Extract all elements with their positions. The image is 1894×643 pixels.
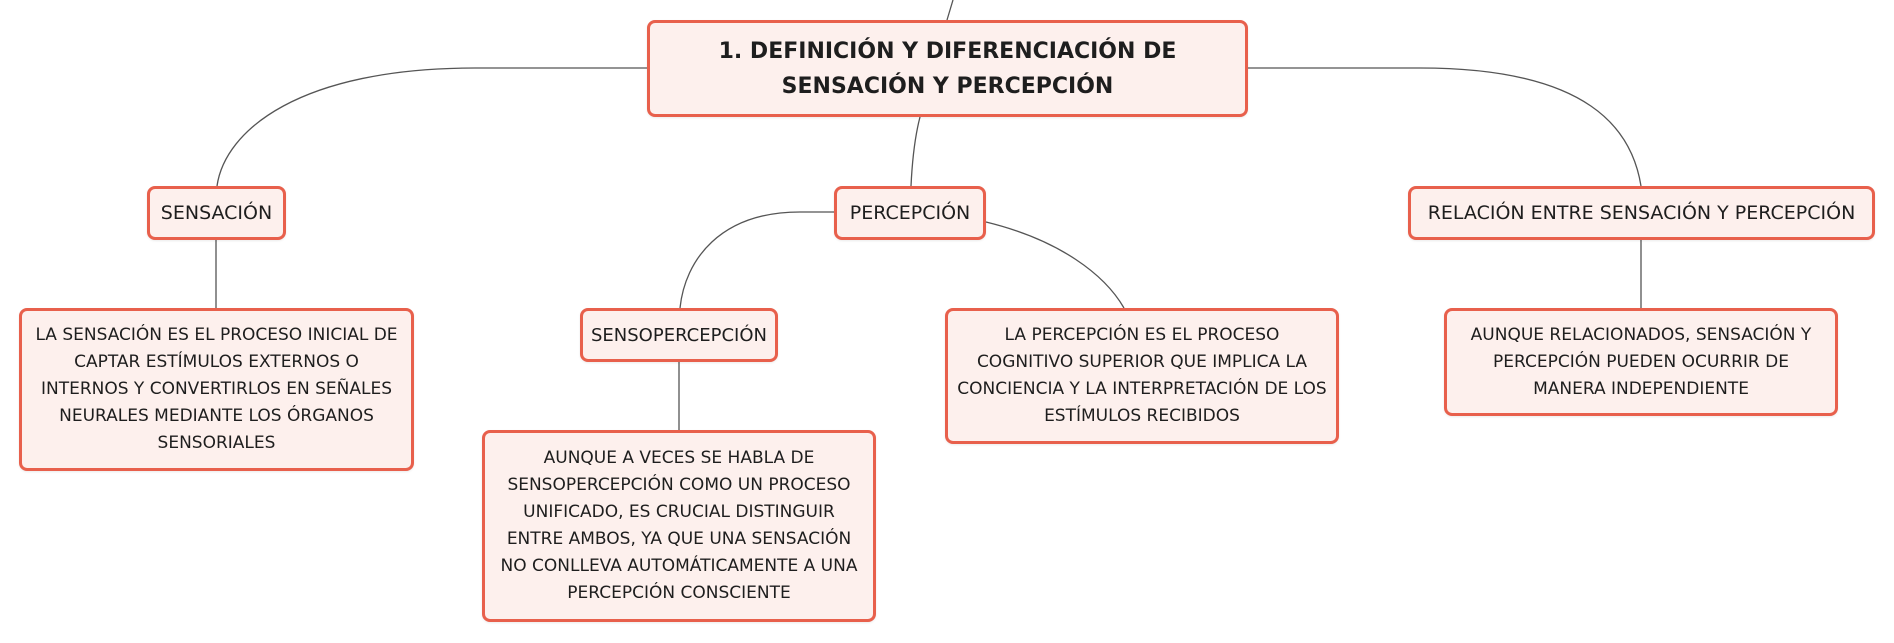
topic-relacion[interactable]: RELACIÓN ENTRE SENSACIÓN Y PERCEPCIÓN xyxy=(1408,186,1875,240)
connector-percepcion-to-detail xyxy=(985,221,1125,309)
detail-sensopercepcion-text: AUNQUE A VECES SE HABLA DE SENSOPERCEPCI… xyxy=(500,448,858,603)
connector-root-to-sensacion xyxy=(216,67,647,187)
detail-sensacion[interactable]: LA SENSACIÓN ES EL PROCESO INICIAL DE CA… xyxy=(19,308,414,471)
root-topic-label: 1. DEFINICIÓN Y DIFERENCIACIÓN DE SENSAC… xyxy=(718,38,1177,99)
detail-sensacion-text: LA SENSACIÓN ES EL PROCESO INICIAL DE CA… xyxy=(35,325,398,453)
connector-root-to-relacion xyxy=(1248,67,1642,187)
topic-percepcion[interactable]: PERCEPCIÓN xyxy=(834,186,986,240)
topic-sensopercepcion[interactable]: SENSOPERCEPCIÓN xyxy=(580,308,778,362)
detail-percepcion[interactable]: LA PERCEPCIÓN ES EL PROCESO COGNITIVO SU… xyxy=(945,308,1339,444)
topic-percepcion-label: PERCEPCIÓN xyxy=(849,202,971,224)
detail-sensopercepcion[interactable]: AUNQUE A VECES SE HABLA DE SENSOPERCEPCI… xyxy=(482,430,876,622)
connector-parent-to-root xyxy=(946,0,954,21)
topic-relacion-label: RELACIÓN ENTRE SENSACIÓN Y PERCEPCIÓN xyxy=(1427,202,1856,224)
detail-relacion[interactable]: AUNQUE RELACIONADOS, SENSACIÓN Y PERCEPC… xyxy=(1444,308,1838,416)
root-topic[interactable]: 1. DEFINICIÓN Y DIFERENCIACIÓN DE SENSAC… xyxy=(647,20,1248,117)
topic-sensopercepcion-label: SENSOPERCEPCIÓN xyxy=(590,324,767,346)
detail-percepcion-text: LA PERCEPCIÓN ES EL PROCESO COGNITIVO SU… xyxy=(957,325,1327,426)
topic-sensacion[interactable]: SENSACIÓN xyxy=(147,186,286,240)
detail-relacion-text: AUNQUE RELACIONADOS, SENSACIÓN Y PERCEPC… xyxy=(1470,324,1812,399)
connector-root-to-percepcion xyxy=(910,116,921,187)
topic-sensacion-label: SENSACIÓN xyxy=(160,202,273,224)
connector-percepcion-to-sensoperc xyxy=(679,211,834,309)
